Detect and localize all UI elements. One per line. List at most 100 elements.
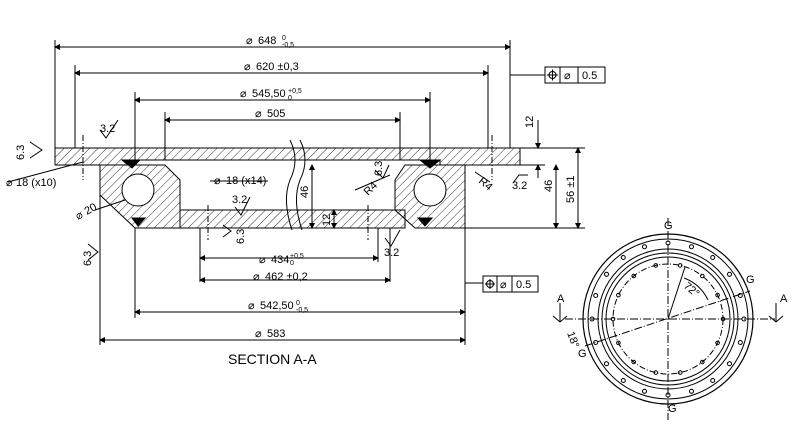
roughness-label: 3.2	[100, 123, 115, 135]
roughness-label: 3.2	[232, 194, 247, 206]
svg-text:⌀: ⌀	[246, 35, 253, 47]
svg-text:⌀: ⌀	[255, 108, 262, 120]
bolt-hole	[689, 244, 694, 250]
bolt-hole	[710, 255, 716, 260]
svg-text:⌀: ⌀	[255, 328, 262, 340]
g-label-bottom: G	[668, 403, 677, 415]
angle-18: 18°	[564, 330, 581, 350]
bolt-hole	[700, 273, 705, 279]
bolt-hole	[677, 263, 683, 268]
svg-text:⌀: ⌀	[240, 88, 247, 100]
g-label-top: G	[664, 220, 673, 232]
dim-46-mid: 46	[299, 186, 311, 198]
bolt-hole	[665, 392, 671, 398]
bolt-hole	[616, 340, 621, 346]
section-marker-left: A	[557, 293, 565, 305]
plan-view	[552, 218, 784, 420]
tolerance-value-top: 0.5	[582, 70, 597, 82]
tolerance-frame-bottom: ⌀ 0.5	[482, 275, 539, 293]
dim-545-tol-upper: +0,5	[288, 88, 302, 95]
bolt-hole	[715, 340, 720, 346]
svg-text:⌀: ⌀	[500, 279, 507, 291]
tolerance-value-bottom: 0.5	[516, 279, 531, 291]
hole-pattern	[589, 240, 747, 398]
section-marker-right: A	[780, 293, 788, 305]
bolt-hole	[665, 240, 671, 246]
dim-r4-left: R4	[362, 180, 380, 198]
bolt-hole	[604, 361, 609, 367]
bolt-hole	[631, 273, 637, 279]
bolt-hole	[604, 271, 609, 277]
dim-434-tol-lower: 0	[290, 260, 294, 267]
g-label-right: G	[746, 274, 755, 286]
svg-text:⌀: ⌀	[253, 271, 260, 283]
bolt-hole	[593, 293, 599, 298]
bolt-hole	[616, 292, 621, 298]
ball-left	[121, 173, 155, 207]
dim-505: 505	[267, 108, 285, 120]
bolt-hole	[737, 340, 743, 345]
bolt-hole	[653, 263, 659, 268]
tolerance-frame-top: ⌀ 0.5	[544, 66, 606, 84]
roughness-symbols	[29, 119, 528, 261]
svg-text:⌀: ⌀	[248, 300, 255, 312]
dim-20: 20	[83, 201, 100, 218]
roughness-label: 6.3	[82, 251, 94, 266]
angle-72: 72°	[681, 280, 701, 300]
dim-583: 583	[267, 328, 285, 340]
bolt-hole	[653, 370, 659, 375]
section-view	[7, 40, 585, 345]
bolt-hole	[727, 361, 732, 367]
bolt-hole	[642, 244, 647, 250]
seal	[120, 159, 442, 227]
dim-545-tol-lower: 0	[288, 95, 292, 102]
bolt-hole	[642, 388, 647, 394]
dim-434: 434	[271, 254, 289, 266]
ball-right	[413, 173, 447, 207]
dim-12-mid: 12	[321, 214, 333, 226]
roughness-label: 6.3	[373, 161, 385, 176]
roughness-label: 3.2	[384, 247, 399, 259]
dim-462: 462 ±0,2	[265, 271, 308, 283]
hole-pattern-inner	[610, 263, 726, 375]
svg-text:⌀: ⌀	[244, 61, 251, 73]
bolt-hole	[741, 316, 747, 322]
section-title: SECTION A-A	[228, 351, 317, 367]
svg-text:⌀: ⌀	[564, 70, 571, 82]
dim-542: 542,50	[260, 300, 294, 312]
bolt-hole	[589, 316, 595, 322]
dim-620: 620 ±0,3	[256, 61, 299, 73]
roughness-label: 6.3	[235, 229, 247, 244]
bolt-hole	[610, 316, 616, 322]
roughness-label: 6.3	[15, 145, 27, 160]
bolt-hole	[727, 271, 732, 277]
break-line	[286, 139, 296, 231]
dim-542-tol-lower: -0,5	[296, 307, 308, 314]
dim-648-tol-lower: -0,5	[282, 42, 294, 49]
bolt-hole	[710, 378, 716, 383]
roughness-label: 3.2	[512, 180, 527, 192]
dim-434-tol-upper: +0,5	[290, 253, 304, 260]
bolt-hole	[593, 340, 599, 345]
bolt-hole	[631, 359, 637, 365]
break-line	[296, 139, 306, 231]
bolt-hole	[689, 388, 694, 394]
dim-18x10: 18 (x10)	[16, 177, 56, 189]
bolt-hole	[737, 293, 743, 298]
g-label-left: G	[578, 348, 587, 360]
dim-648-tol-upper: 0	[282, 35, 286, 42]
inner-ring	[179, 209, 406, 229]
dim-542-tol-upper: 0	[296, 300, 300, 307]
dim-18x14: 18 (x14)	[226, 175, 266, 187]
bolt-hole	[715, 292, 720, 298]
dim-r4-right: R4	[476, 175, 494, 193]
dim-56: 56 ±1	[565, 176, 577, 203]
dim-46-right: 46	[543, 180, 555, 192]
bolt-hole	[620, 255, 626, 260]
dim-648: 648	[258, 35, 276, 47]
bolt-hole	[700, 359, 705, 365]
dim-545: 545,50	[252, 88, 286, 100]
bolt-hole	[677, 370, 683, 375]
svg-text:⌀: ⌀	[214, 175, 221, 187]
